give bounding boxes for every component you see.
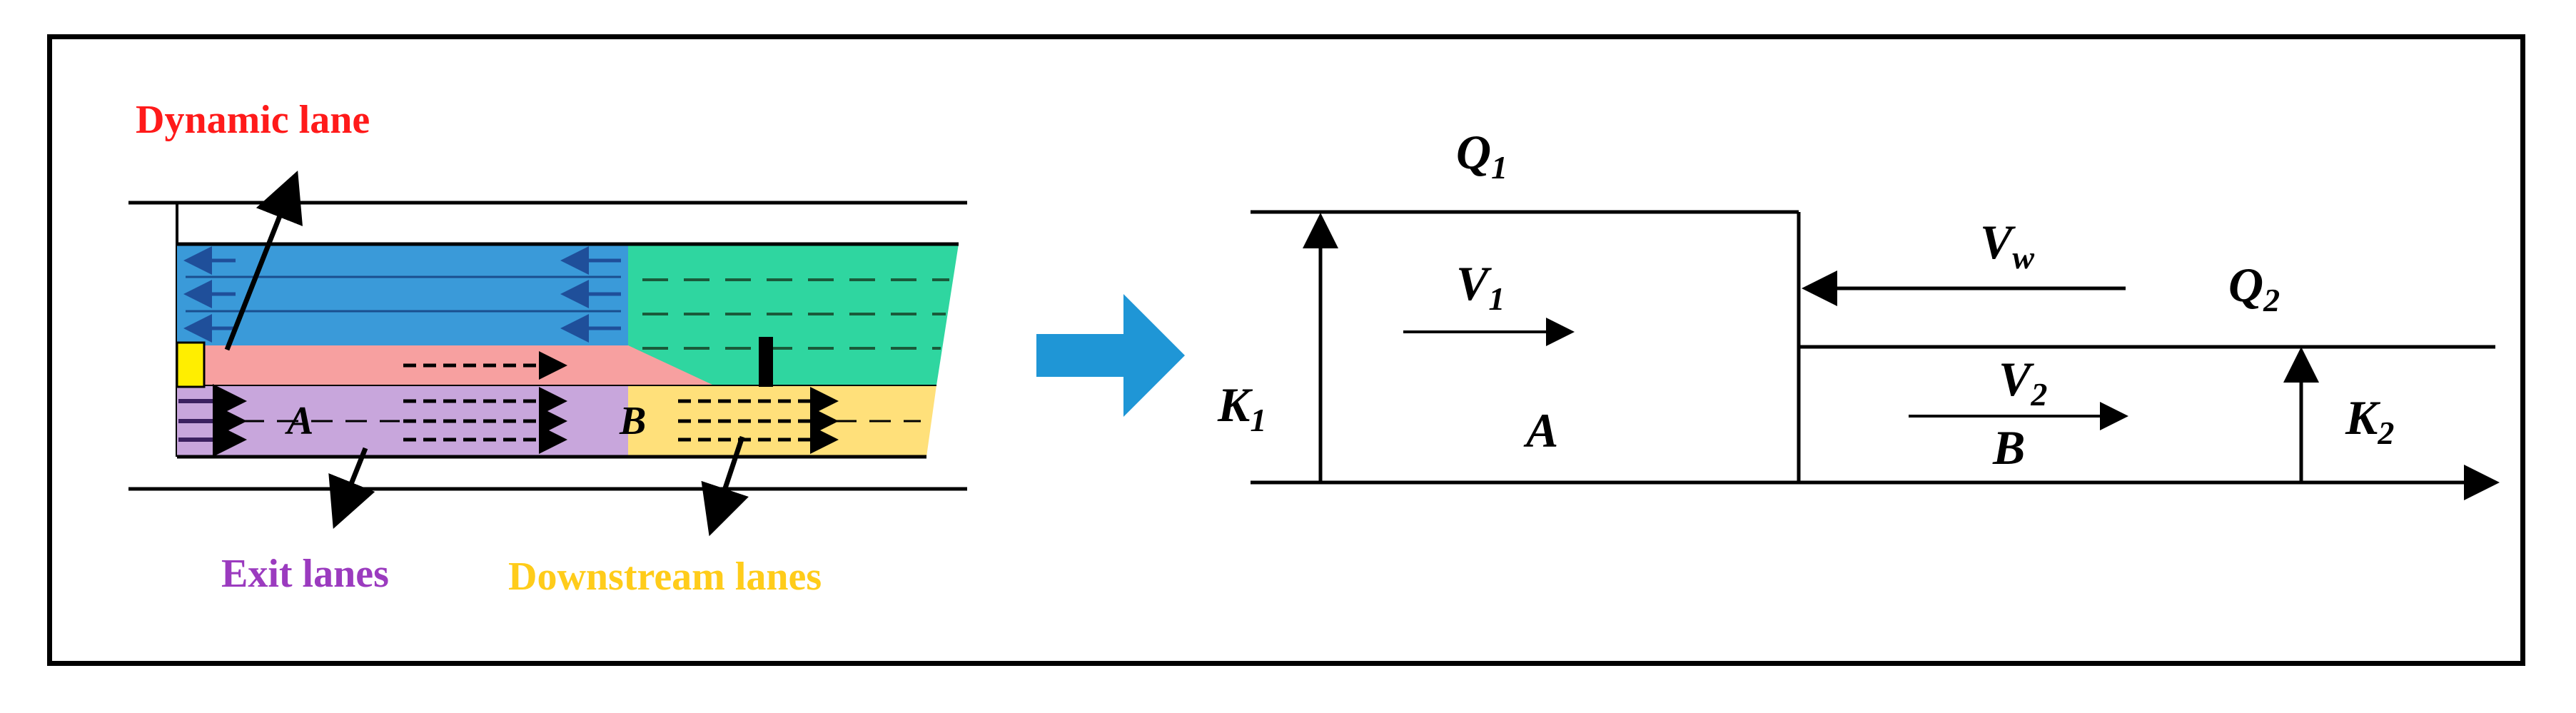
downstream-green-dashes [642,278,949,350]
q2-label: Q2 [2228,258,2280,318]
downstream-detector [759,337,773,387]
exit-entry-arrows [178,384,247,457]
v1-label: V1 [1456,256,1505,317]
road-schematic: A B Dynamic lane Exit lanes Downstream l… [128,98,967,599]
k1-label: K1 [1217,378,1266,438]
vw-label: Vw [1980,215,2034,275]
q1-label: Q1 [1456,125,1507,186]
upstream-flow-arrows [183,246,621,343]
exit-lanes-label: Exit lanes [221,552,389,596]
transition-arrow [1036,294,1185,417]
region-a-label: A [1523,403,1558,457]
downstream-lanes-label: Downstream lanes [508,555,822,599]
point-b-label: B [619,399,646,443]
dynamic-lane-taper [628,345,714,385]
dynamic-lane-callout [224,170,303,351]
downstream-lanes-callout [701,435,749,537]
upstream-lanes-block [177,244,628,345]
downstream-flow-arrows [678,387,839,454]
entry-detector [176,341,206,388]
exit-lane-flow-arrows [403,387,567,454]
dynamic-lane-label: Dynamic lane [136,98,370,142]
region-b-label: B [1992,420,2025,475]
k2-label: K2 [2345,390,2394,451]
v2-label: V2 [1999,352,2047,413]
downstream-green-block [628,244,959,385]
exit-lanes-callout [328,447,375,529]
shockwave-diagram [1251,210,2500,500]
point-a-label: A [285,399,313,443]
